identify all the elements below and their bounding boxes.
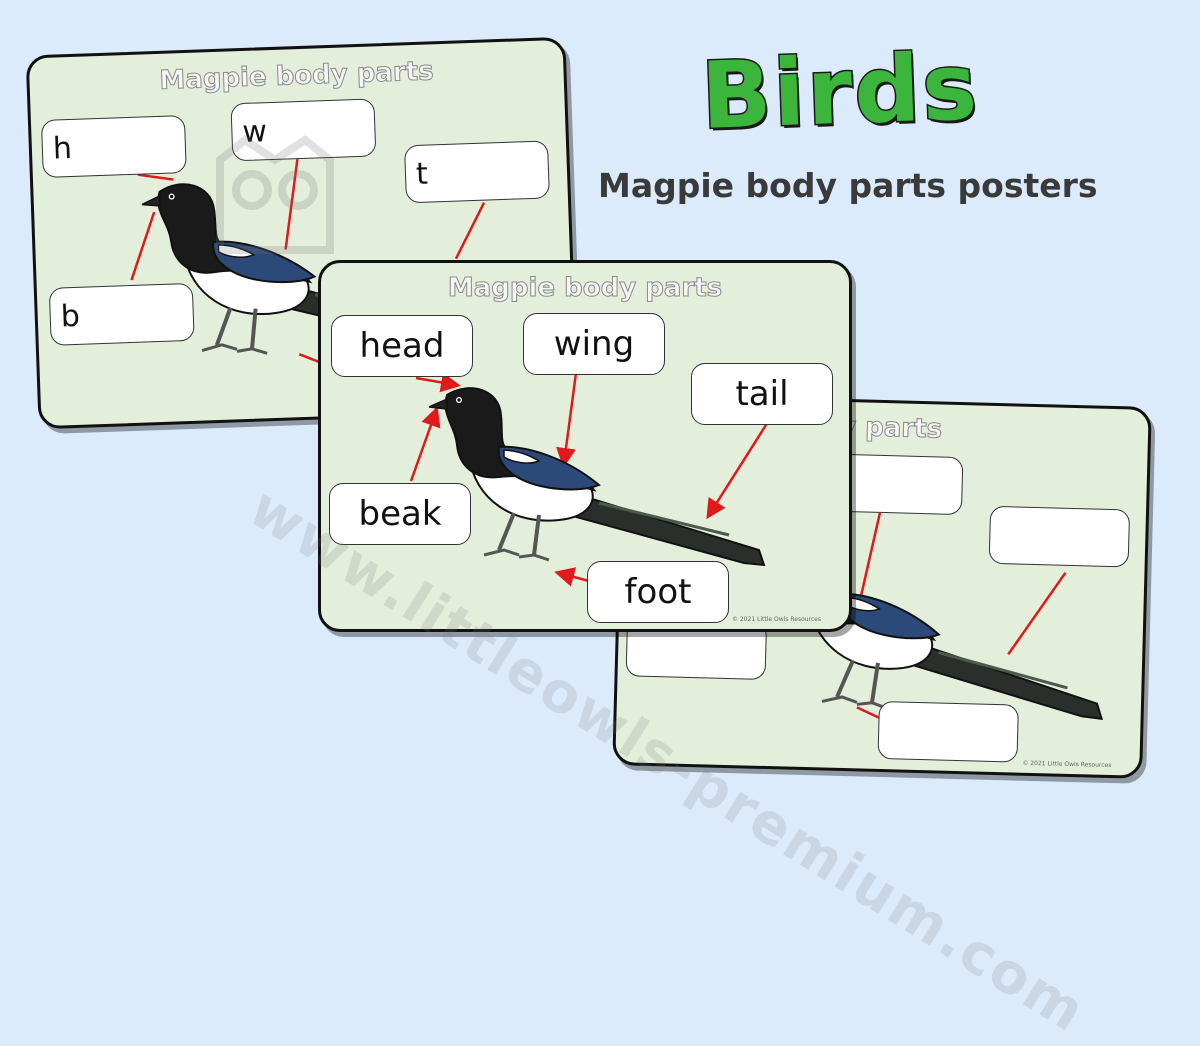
label-wing-box[interactable]: w xyxy=(230,98,377,162)
label-wing-text: w xyxy=(241,113,268,150)
label-wing-text: wing xyxy=(553,324,635,364)
label-head-box[interactable]: h xyxy=(40,115,187,179)
copyright-text: © 2021 Little Owls Resources xyxy=(731,616,821,623)
label-blank-box[interactable] xyxy=(988,505,1131,568)
label-tail-box[interactable]: t xyxy=(404,140,550,204)
page-subtitle: Magpie body parts posters xyxy=(598,166,1098,205)
label-tail-text: t xyxy=(415,156,429,192)
label-blank-box[interactable] xyxy=(877,700,1019,763)
label-beak-box[interactable]: b xyxy=(48,282,195,346)
label-foot-box[interactable]: foot xyxy=(587,561,729,623)
label-beak-text: b xyxy=(60,298,81,334)
label-wing-box[interactable]: wing xyxy=(523,313,665,375)
label-tail-text: tail xyxy=(735,374,789,414)
poster-card-front: Magpie body parts head wing tail beak fo… xyxy=(318,260,852,632)
card-heading: Magpie body parts xyxy=(447,273,723,304)
label-head-box[interactable]: head xyxy=(331,315,473,377)
copyright-text: © 2021 Little Owls Resources xyxy=(1022,759,1112,770)
page-title: Birds xyxy=(698,32,982,152)
card-heading: Magpie body parts xyxy=(158,56,435,97)
label-foot-text: foot xyxy=(624,572,692,612)
label-beak-box[interactable]: beak xyxy=(329,483,471,545)
label-head-text: h xyxy=(52,130,73,167)
label-tail-box[interactable]: tail xyxy=(691,363,833,425)
label-beak-text: beak xyxy=(358,494,442,534)
label-head-text: head xyxy=(359,326,445,366)
